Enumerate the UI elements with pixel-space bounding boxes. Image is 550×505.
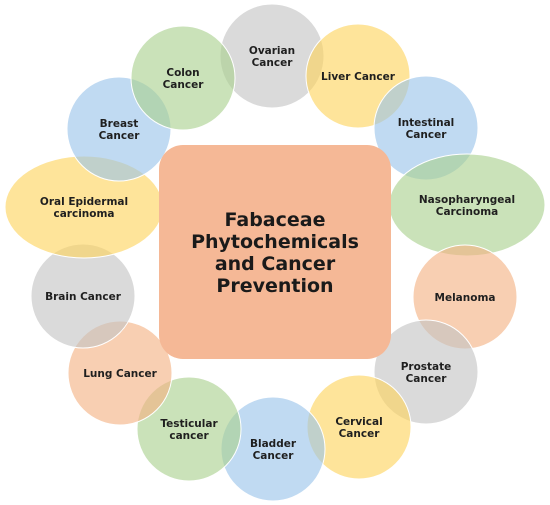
node-colon-label: Cancer (163, 79, 205, 91)
node-brain-label: Brain Cancer (45, 291, 122, 303)
node-prostate-label: Cancer (406, 373, 448, 385)
center-title-line: Fabaceae (225, 209, 326, 231)
node-testicular-label: Testicular (160, 418, 218, 430)
node-prostate-label: Prostate (401, 361, 452, 373)
node-ovarian-label: Cancer (252, 57, 294, 69)
node-cervical-label: Cancer (339, 428, 381, 440)
node-testicular-label: cancer (169, 430, 209, 442)
node-ovarian-label: Ovarian (249, 45, 295, 57)
node-brain: Brain Cancer (30, 243, 136, 349)
node-nasopharyngeal-label: Carcinoma (436, 206, 499, 218)
node-lung-label: Lung Cancer (83, 368, 157, 380)
node-colon-circle (130, 25, 236, 131)
center-box (159, 145, 391, 359)
node-oral-label: Oral Epidermal (40, 196, 128, 208)
node-cervical-label: Cervical (335, 416, 382, 428)
center-title-line: and Cancer (215, 253, 336, 275)
node-liver-label: Liver Cancer (321, 71, 396, 83)
node-oral-label: carcinoma (53, 208, 114, 220)
node-bladder-label: Bladder (250, 438, 297, 450)
node-intestinal-label: Cancer (406, 129, 448, 141)
node-breast-label: Breast (100, 118, 139, 130)
center-title-line: Prevention (216, 275, 333, 297)
node-nasopharyngeal-label: Nasopharyngeal (419, 194, 515, 206)
node-melanoma-label: Melanoma (435, 292, 496, 304)
center-title-line: Phytochemicals (191, 231, 359, 253)
node-breast-label: Cancer (99, 130, 141, 142)
node-bladder-label: Cancer (253, 450, 295, 462)
node-intestinal-label: Intestinal (398, 117, 455, 129)
node-colon-label: Colon (166, 67, 199, 79)
